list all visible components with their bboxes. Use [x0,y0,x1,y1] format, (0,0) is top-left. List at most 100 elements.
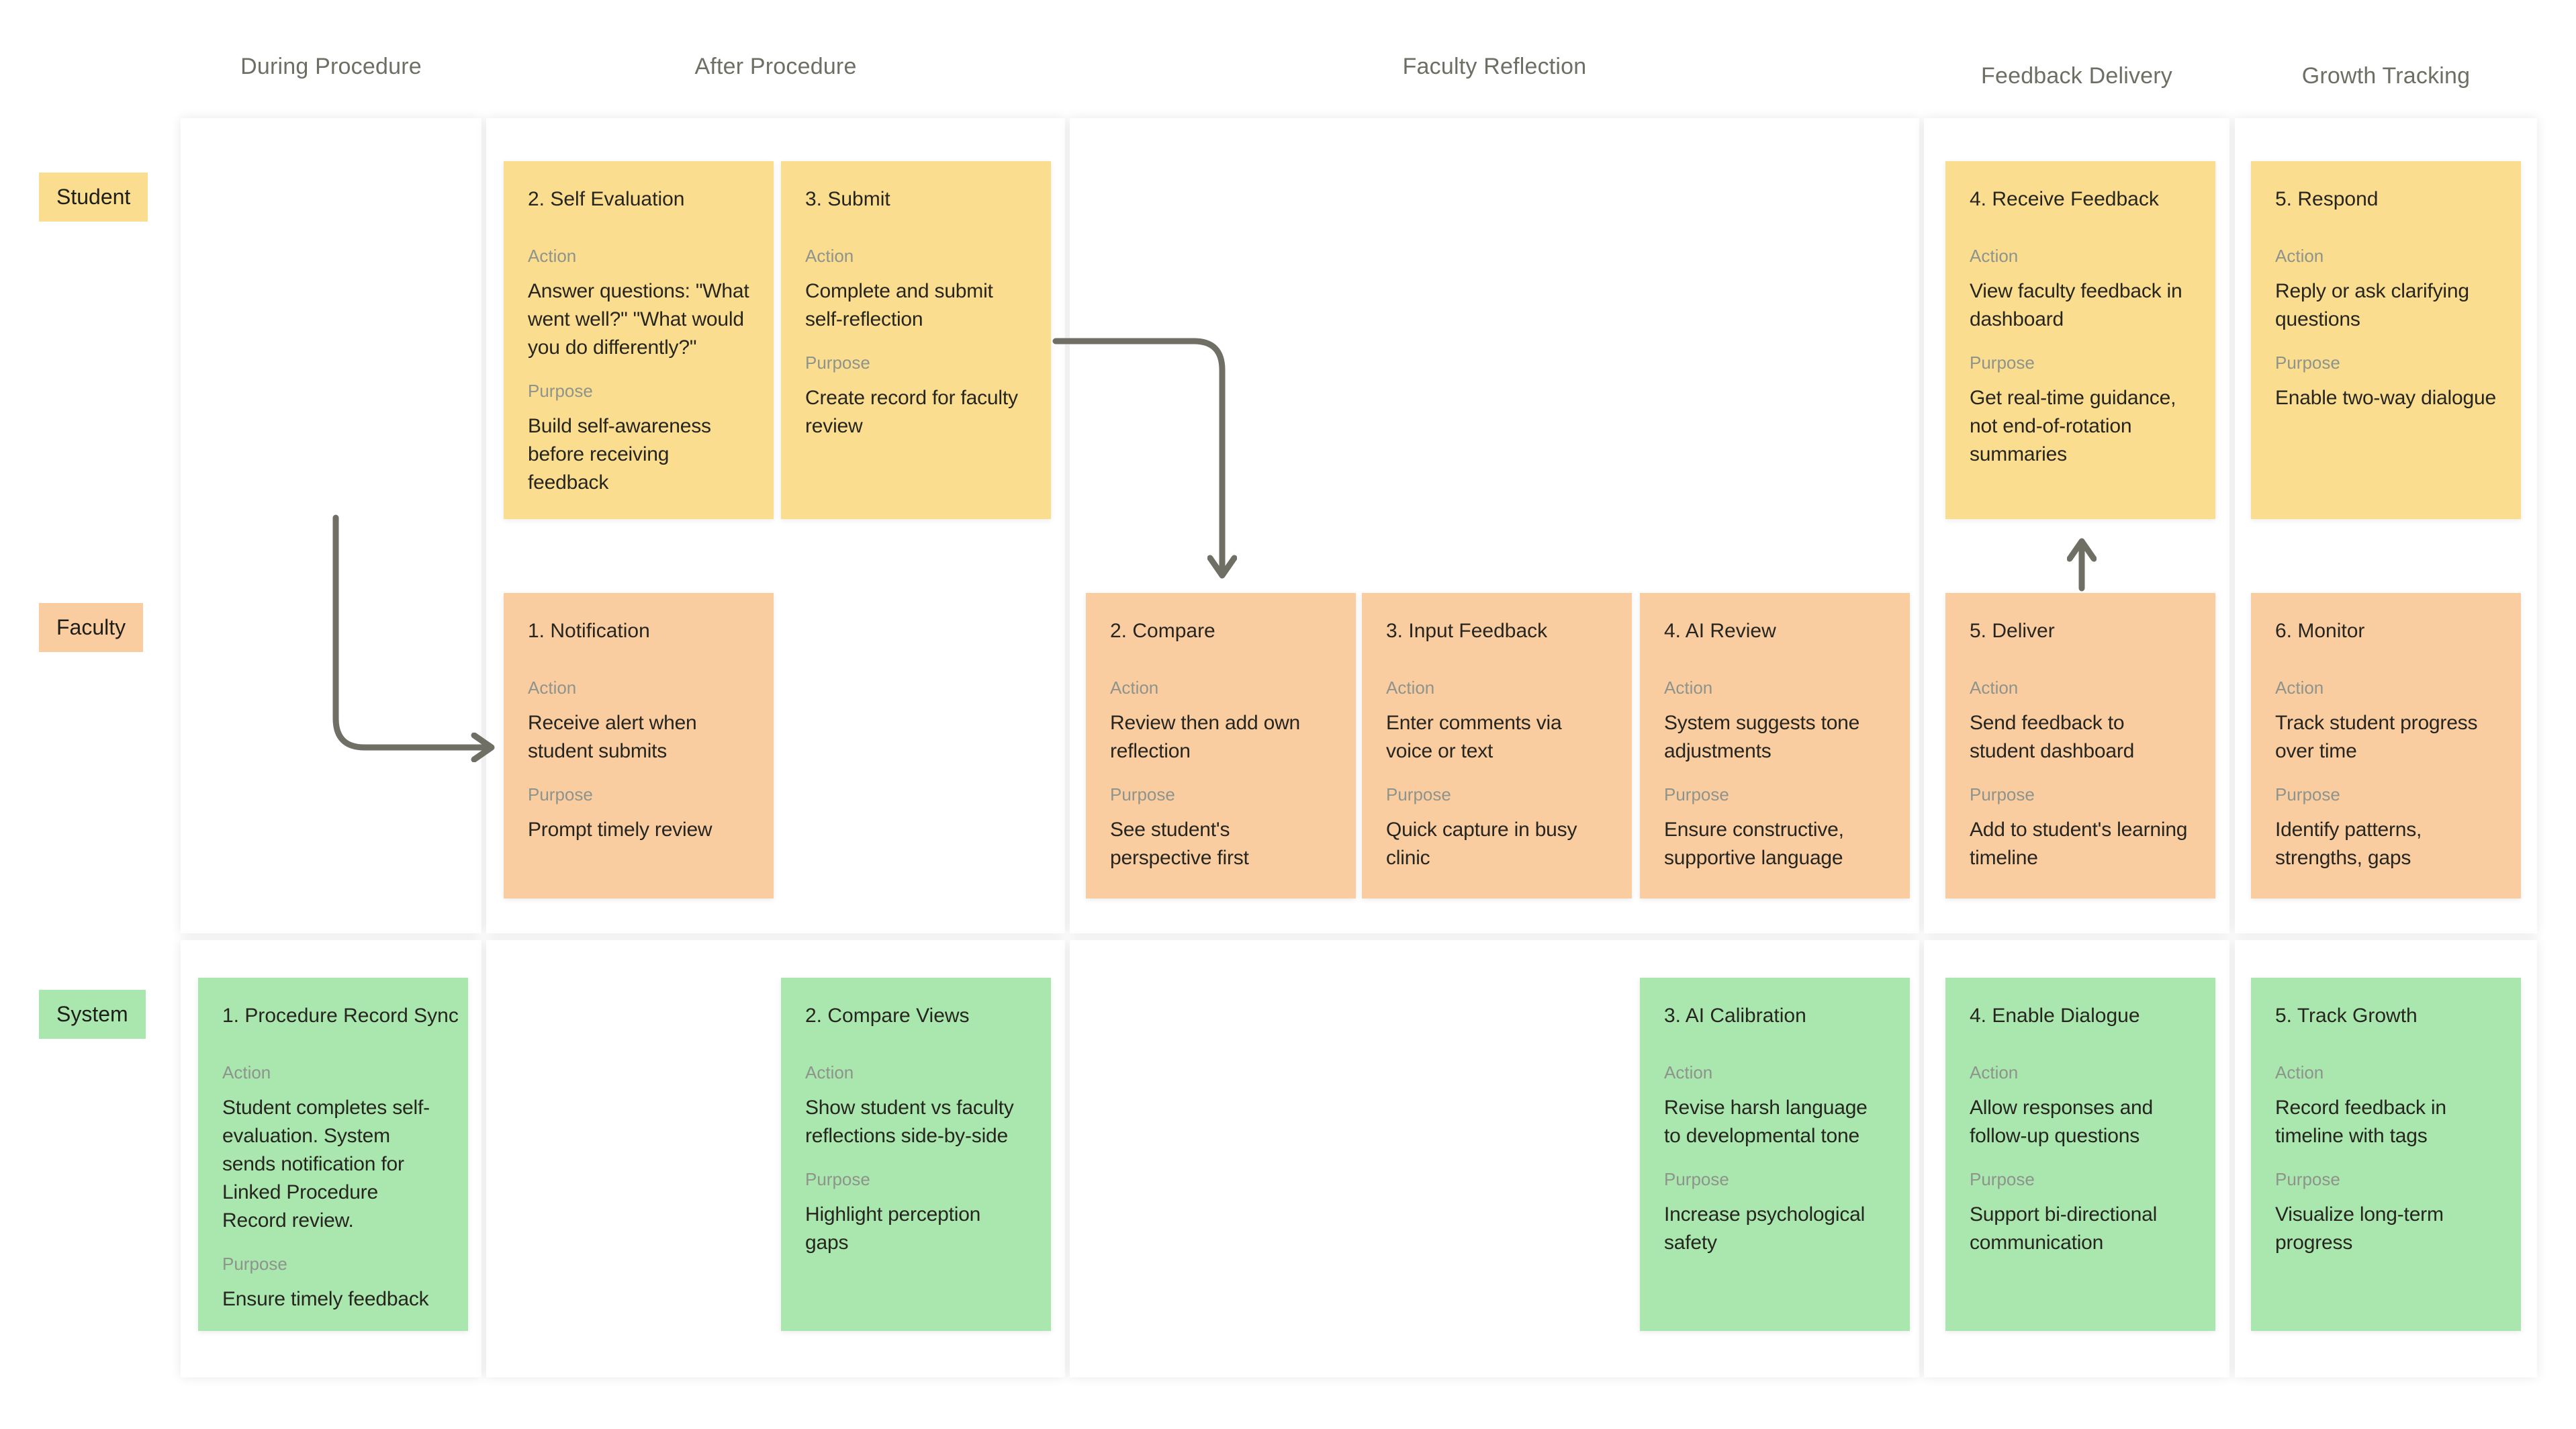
note-monitor[interactable]: 6. Monitor Action Track student progress… [2251,593,2521,898]
note-title: 3. Input Feedback [1386,620,1548,642]
purpose-label: Purpose [2275,1169,2340,1189]
action-text: Review then add own reflection [1110,712,1301,762]
action-text: Revise harsh language to developmental t… [1664,1097,1868,1147]
column-header-after-procedure: After Procedure [694,54,857,79]
purpose-label: Purpose [1970,353,2035,373]
purpose-text: Build self-awareness before receiving fe… [528,415,711,494]
action-label: Action [805,246,854,266]
connector-submit-to-compare[interactable] [1052,338,1222,574]
purpose-label: Purpose [2275,784,2340,804]
purpose-label: Purpose [805,1169,870,1189]
purpose-text: Prompt timely review [528,819,712,841]
purpose-label: Purpose [1664,1169,1729,1189]
action-text: Send feedback to student dashboard [1970,712,2135,762]
action-label: Action [1970,678,2019,698]
note-title: 4. Enable Dialogue [1970,1005,2140,1027]
purpose-text: Ensure constructive, supportive language [1664,819,1844,869]
purpose-text: Highlight perception gaps [805,1203,981,1254]
note-title: 1. Notification [528,620,650,642]
purpose-text: Create record for faculty review [805,387,1018,437]
column-panel-during-procedure-upper [181,118,481,933]
note-ai-calibration[interactable]: 3. AI Calibration Action Revise harsh la… [1640,978,1910,1331]
purpose-text: Ensure timely feedback [222,1288,429,1310]
purpose-text: Increase psychological safety [1664,1203,1866,1254]
column-header-during-procedure: During Procedure [240,54,422,79]
action-text: Allow responses and follow-up questions [1970,1097,2154,1147]
action-text: Student completes self-evaluation. Syste… [222,1097,430,1232]
note-title: 3. Submit [805,188,890,210]
action-text: System suggests tone adjustments [1664,712,1860,762]
note-submit[interactable]: 3. Submit Action Complete and submit sel… [781,161,1051,519]
note-respond[interactable]: 5. Respond Action Reply or ask clarifyin… [2251,161,2521,519]
note-self-evaluation[interactable]: 2. Self Evaluation Action Answer questio… [504,161,774,519]
purpose-label: Purpose [1970,1169,2035,1189]
note-track-growth[interactable]: 5. Track Growth Action Record feedback i… [2251,978,2521,1331]
action-label: Action [1664,678,1713,698]
action-label: Action [1386,678,1435,698]
action-label: Action [805,1062,854,1082]
action-label: Action [222,1062,271,1082]
column-header-faculty-reflection: Faculty Reflection [1402,54,1587,79]
note-title: 4. AI Review [1664,620,1776,642]
purpose-label: Purpose [2275,353,2340,373]
connector-during-to-notification[interactable] [332,514,490,747]
purpose-label: Purpose [1386,784,1451,804]
note-title: 5. Deliver [1970,620,2055,642]
note-title: 2. Compare Views [805,1005,970,1027]
purpose-text: Visualize long-term progress [2275,1203,2444,1254]
purpose-text: Add to student's learning timeline [1970,819,2188,869]
note-receive-feedback[interactable]: 4. Receive Feedback Action View faculty … [1945,161,2215,519]
action-text: Track student progress over time [2275,712,2478,762]
action-text: Receive alert when student submits [528,712,697,762]
action-text: Show student vs faculty reflections side… [805,1097,1014,1147]
note-notification[interactable]: 1. Notification Action Receive alert whe… [504,593,774,898]
action-text: View faculty feedback in dashboard [1970,280,2182,330]
action-label: Action [1664,1062,1713,1082]
note-title: 4. Receive Feedback [1970,188,2159,210]
action-label: Action [1110,678,1159,698]
action-text: Reply or ask clarifying questions [2275,280,2469,330]
note-ai-review[interactable]: 4. AI Review Action System suggests tone… [1640,593,1910,898]
action-label: Action [1970,246,2019,266]
note-input-feedback[interactable]: 3. Input Feedback Action Enter comments … [1362,593,1632,898]
purpose-text: See student's perspective first [1110,819,1249,869]
note-title: 3. AI Calibration [1664,1005,1806,1027]
action-text: Answer questions: "What went well?" "Wha… [528,280,749,359]
purpose-text: Get real-time guidance, not end-of-rotat… [1970,387,2176,465]
action-text: Enter comments via voice or text [1386,712,1562,762]
note-title: 5. Respond [2275,188,2379,210]
purpose-label: Purpose [528,784,593,804]
purpose-text: Identify patterns, strengths, gaps [2275,819,2422,869]
action-label: Action [528,246,577,266]
row-label-system: System [39,990,146,1039]
purpose-label: Purpose [222,1254,287,1274]
purpose-text: Enable two-way dialogue [2275,387,2496,409]
note-title: 6. Monitor [2275,620,2365,642]
action-text: Complete and submit self-reflection [805,280,993,330]
purpose-text: Support bi-directional communication [1970,1203,2158,1254]
note-compare-views[interactable]: 2. Compare Views Action Show student vs … [781,978,1051,1331]
note-title: 1. Procedure Record Sync [222,1005,459,1027]
action-label: Action [2275,1062,2324,1082]
purpose-label: Purpose [528,381,593,401]
note-deliver[interactable]: 5. Deliver Action Send feedback to stude… [1945,593,2215,898]
purpose-label: Purpose [1664,784,1729,804]
purpose-label: Purpose [1970,784,2035,804]
purpose-text: Quick capture in busy clinic [1386,819,1577,869]
column-header-growth-tracking: Growth Tracking [2301,63,2471,89]
action-label: Action [2275,246,2324,266]
note-title: 2. Self Evaluation [528,188,685,210]
note-enable-dialogue[interactable]: 4. Enable Dialogue Action Allow response… [1945,978,2215,1331]
action-text: Record feedback in timeline with tags [2275,1097,2446,1147]
action-label: Action [528,678,577,698]
row-label-student: Student [39,173,148,222]
purpose-label: Purpose [1110,784,1175,804]
action-label: Action [1970,1062,2019,1082]
note-title: 2. Compare [1110,620,1215,642]
note-procedure-record-sync[interactable]: 1. Procedure Record Sync Action Student … [198,978,468,1331]
action-label: Action [2275,678,2324,698]
purpose-label: Purpose [805,353,870,373]
column-header-feedback-delivery: Feedback Delivery [1981,63,2172,89]
note-compare[interactable]: 2. Compare Action Review then add own re… [1086,593,1356,898]
